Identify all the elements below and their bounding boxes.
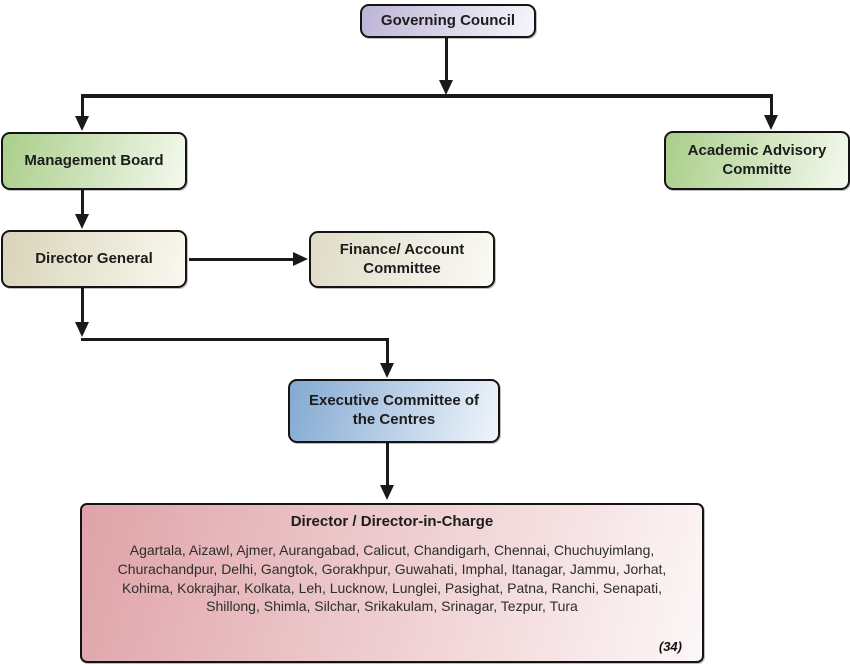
connector-branch-left-drop <box>81 94 84 117</box>
node-governing-council: Governing Council <box>360 4 536 38</box>
directors-centres-list: Agartala, Aizawl, Ajmer, Aurangabad, Cal… <box>117 541 667 615</box>
node-director-general: Director General <box>1 230 187 288</box>
connector-branch-line <box>81 94 773 98</box>
connector-board-to-director <box>81 190 84 216</box>
arrowhead-directors-down-icon <box>380 485 394 500</box>
node-executive-committee-label: Executive Committee of the Centres <box>308 392 480 428</box>
connector-governing-stem <box>445 38 448 82</box>
connector-elbow-line <box>81 338 389 341</box>
connector-executive-to-directors <box>386 443 389 486</box>
node-management-board: Management Board <box>1 132 187 190</box>
arrowhead-governing-down-icon <box>439 80 453 95</box>
arrowhead-management-down-icon <box>75 116 89 131</box>
connector-director-to-finance <box>189 258 293 261</box>
arrowhead-director-down-icon <box>75 214 89 229</box>
node-director-in-charge: Director / Director-in-Charge Agartala, … <box>80 503 704 663</box>
node-executive-committee-of-the-centres: Executive Committee of the Centres <box>288 379 500 443</box>
connector-executive-drop <box>386 338 389 364</box>
connector-branch-right-drop <box>770 94 773 116</box>
connector-director-stem <box>81 288 84 322</box>
arrowhead-executive-down-icon <box>380 363 394 378</box>
directors-count: (34) <box>658 638 682 654</box>
arrowhead-finance-right-icon <box>293 252 308 266</box>
arrowhead-elbow-down-icon <box>75 322 89 337</box>
directors-title: Director / Director-in-Charge <box>290 513 494 530</box>
node-management-board-label: Management Board <box>24 151 164 169</box>
node-governing-council-label: Governing Council <box>380 11 516 29</box>
node-finance-account-committee: Finance/ Account Committee <box>309 231 495 288</box>
node-finance-account-committee-label: Finance/ Account Committee <box>339 240 465 277</box>
node-academic-advisory-committe-label: Academic Advisory Committe <box>687 141 827 178</box>
node-director-general-label: Director General <box>35 249 153 267</box>
node-academic-advisory-committe: Academic Advisory Committe <box>664 131 850 190</box>
arrowhead-advisory-down-icon <box>764 115 778 130</box>
